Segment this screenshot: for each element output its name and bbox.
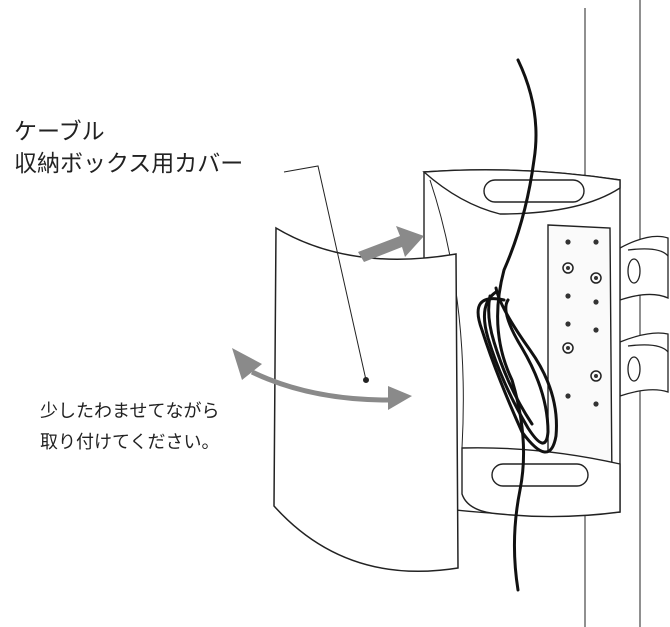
insert-arrow (358, 226, 424, 262)
instruction-line-2: 取り付けてください。 (40, 432, 220, 453)
bolt-holes (562, 239, 602, 407)
cover-leader-line (283, 165, 369, 383)
cover-label-line-2: 収納ボックス用カバー (14, 151, 244, 177)
cable (476, 58, 558, 592)
cover-label-line-1: ケーブル (14, 119, 105, 145)
instruction-label: 少したわませてながら 取り付けてください。 (40, 396, 219, 458)
pole-clamps (619, 235, 669, 397)
instruction-line-1: 少したわませてながら (40, 401, 220, 422)
cover-label: ケーブル 収納ボックス用カバー (14, 116, 243, 180)
bend-arrow (232, 348, 412, 410)
cable-box (422, 169, 621, 518)
